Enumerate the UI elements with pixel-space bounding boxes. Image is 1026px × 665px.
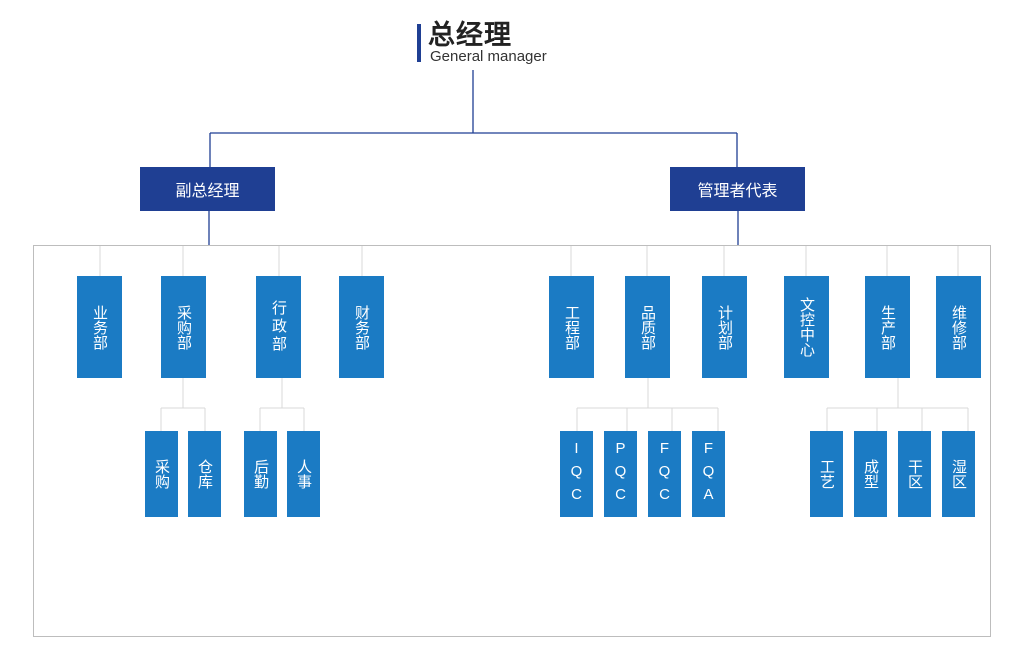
dept-label: 行政部 [270,300,288,354]
sub-label: 后勤 [252,459,270,489]
node-sub-iqc[interactable]: IQC [560,431,593,517]
general-manager-title: 总经理 [428,20,512,51]
node-dept-quality[interactable]: 品质部 [625,276,670,378]
node-dept-maintenance[interactable]: 维修部 [936,276,981,378]
sub-label: 工艺 [818,459,836,489]
node-sub-dry-zone[interactable]: 干区 [898,431,931,517]
sub-label: FQA [700,439,717,509]
dept-label: 业务部 [91,304,109,350]
node-dept-engineering[interactable]: 工程部 [549,276,594,378]
node-sub-hr[interactable]: 人事 [287,431,320,517]
dept-label: 维修部 [950,304,968,350]
node-dept-planning[interactable]: 计划部 [702,276,747,378]
title-accent-bar [417,24,421,62]
node-dept-purchasing[interactable]: 采购部 [161,276,206,378]
node-management-representative[interactable]: 管理者代表 [670,167,805,211]
sub-label: 干区 [906,459,924,489]
node-sub-fqc[interactable]: FQC [648,431,681,517]
node-sub-purchasing[interactable]: 采购 [145,431,178,517]
general-manager-subtitle: General manager [430,48,547,65]
node-sub-process[interactable]: 工艺 [810,431,843,517]
node-dept-business[interactable]: 业务部 [77,276,122,378]
dept-label: 计划部 [716,304,734,350]
node-sub-pqc[interactable]: PQC [604,431,637,517]
node-sub-fqa[interactable]: FQA [692,431,725,517]
sub-label: IQC [568,439,585,509]
node-sub-warehouse[interactable]: 仓库 [188,431,221,517]
sub-label: PQC [612,439,629,509]
department-frame [33,245,991,637]
sub-label: 成型 [862,459,880,489]
node-dept-admin[interactable]: 行政部 [256,276,301,378]
dept-label: 财务部 [353,304,371,350]
sub-label: 仓库 [196,459,214,489]
sub-label: 采购 [153,459,171,489]
sub-label: 人事 [295,459,313,489]
node-dept-document-control[interactable]: 文控中心 [784,276,829,378]
node-sub-logistics[interactable]: 后勤 [244,431,277,517]
node-sub-molding[interactable]: 成型 [854,431,887,517]
node-sub-wet-zone[interactable]: 湿区 [942,431,975,517]
dept-label: 生产部 [879,304,897,350]
sub-label: 湿区 [950,459,968,489]
dept-label: 品质部 [639,304,657,350]
node-dept-production[interactable]: 生产部 [865,276,910,378]
node-deputy-general-manager[interactable]: 副总经理 [140,167,275,211]
dept-label: 工程部 [563,304,581,350]
dept-label: 采购部 [175,304,193,350]
dept-label: 文控中心 [798,297,816,357]
sub-label: FQC [656,439,673,509]
node-dept-finance[interactable]: 财务部 [339,276,384,378]
